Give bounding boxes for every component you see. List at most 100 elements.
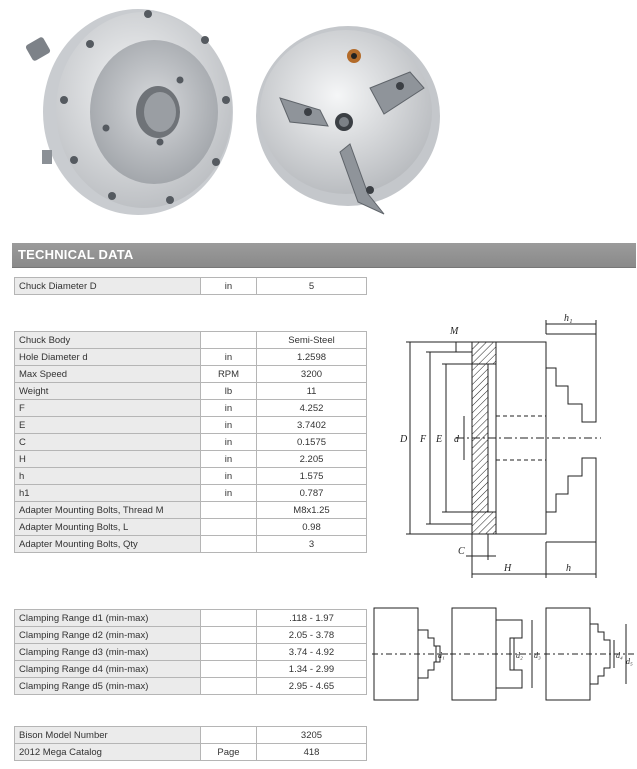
row-value: 1.34 - 2.99 [256, 660, 367, 678]
label-M: M [449, 326, 459, 337]
clamping-range-drawings: d₁ d₂ d₃ d₄ d₅ [372, 607, 634, 701]
row-unit [200, 726, 257, 744]
row-value: 5 [256, 277, 367, 295]
table-row: Adapter Mounting Bolts, Thread M M8x1.25 [14, 501, 367, 519]
row-label: Adapter Mounting Bolts, L [14, 518, 201, 536]
row-label: E [14, 416, 201, 434]
row-label: F [14, 399, 201, 417]
chuck-front-photo [256, 26, 440, 215]
table-row: Chuck Diameter D in 5 [14, 277, 367, 295]
table-row: Adapter Mounting Bolts, L 0.98 [14, 518, 367, 536]
table-row: Clamping Range d4 (min-max) 1.34 - 2.99 [14, 660, 367, 678]
row-unit: RPM [200, 365, 257, 383]
row-unit: in [200, 484, 257, 502]
row-label: Clamping Range d3 (min-max) [14, 643, 201, 661]
row-unit: in [200, 416, 257, 434]
row-unit [200, 660, 257, 678]
table-row: Clamping Range d1 (min-max).118 - 1.97 [14, 609, 367, 627]
row-unit [200, 609, 257, 627]
row-label: Clamping Range d5 (min-max) [14, 677, 201, 695]
row-label: Adapter Mounting Bolts, Thread M [14, 501, 201, 519]
row-value: 2.95 - 4.65 [256, 677, 367, 695]
label-d1: d₁ [438, 651, 445, 660]
row-value: 2.05 - 3.78 [256, 626, 367, 644]
row-value: 3205 [256, 726, 367, 744]
label-H: H [503, 563, 512, 574]
row-label: Hole Diameter d [14, 348, 201, 366]
label-E: E [435, 434, 442, 445]
row-label: Clamping Range d2 (min-max) [14, 626, 201, 644]
row-value: 0.787 [256, 484, 367, 502]
row-label: 2012 Mega Catalog [14, 743, 201, 761]
label-h1: h₁ [564, 313, 572, 324]
row-unit [200, 501, 257, 519]
row-unit: lb [200, 382, 257, 400]
row-unit [200, 677, 257, 695]
row-value: 3.7402 [256, 416, 367, 434]
label-h: h [566, 563, 571, 574]
row-unit: in [200, 450, 257, 468]
row-value: 3 [256, 535, 367, 553]
row-label: Bison Model Number [14, 726, 201, 744]
chuck-dimension-drawing: D F E d M h₁ C H h [399, 313, 601, 578]
row-unit [200, 518, 257, 536]
row-unit [200, 643, 257, 661]
row-value: 11 [256, 382, 367, 400]
table-row: Clamping Range d2 (min-max) 2.05 - 3.78 [14, 626, 367, 644]
table-row: Adapter Mounting Bolts, Qty 3 [14, 535, 367, 553]
label-C: C [458, 546, 465, 557]
chuck-diameter-table: Chuck Diameter D in 5 [14, 277, 367, 295]
row-value: 4.252 [256, 399, 367, 417]
row-value: Semi-Steel [256, 331, 367, 349]
row-label: h [14, 467, 201, 485]
label-F: F [419, 434, 427, 445]
section-title: TECHNICAL DATA [18, 247, 134, 262]
row-label: h1 [14, 484, 201, 502]
row-unit: in [200, 467, 257, 485]
row-value: M8x1.25 [256, 501, 367, 519]
chuck-back-photo [25, 9, 233, 215]
row-label: C [14, 433, 201, 451]
row-unit [200, 626, 257, 644]
row-value: 1.2598 [256, 348, 367, 366]
row-label: Chuck Diameter D [14, 277, 201, 295]
label-d: d [454, 434, 460, 445]
label-d2: d₂ [516, 651, 523, 660]
model-info-table: Bison Model Number 3205 2012 Mega Catalog… [14, 726, 367, 761]
row-label: Weight [14, 382, 201, 400]
row-unit: in [200, 433, 257, 451]
table-row: Clamping Range d3 (min-max) 3.74 - 4.92 [14, 643, 367, 661]
label-d4: d₄ [616, 651, 623, 660]
row-unit [200, 331, 257, 349]
row-value: 1.575 [256, 467, 367, 485]
row-value: .118 - 1.97 [256, 609, 367, 627]
row-label: Adapter Mounting Bolts, Qty [14, 535, 201, 553]
table-row: Bison Model Number 3205 [14, 726, 367, 744]
row-unit: in [200, 399, 257, 417]
row-value: 3.74 - 4.92 [256, 643, 367, 661]
row-unit: Page [200, 743, 257, 761]
row-value: 0.98 [256, 518, 367, 536]
row-value: 0.1575 [256, 433, 367, 451]
row-unit: in [200, 277, 257, 295]
table-row: Clamping Range d5 (min-max) 2.95 - 4.65 [14, 677, 367, 695]
row-unit [200, 535, 257, 553]
row-label: H [14, 450, 201, 468]
label-d3: d₃ [534, 651, 541, 660]
label-D: D [399, 434, 408, 445]
row-label: Clamping Range d4 (min-max) [14, 660, 201, 678]
clamping-range-table: Clamping Range d1 (min-max).118 - 1.97 C… [14, 609, 367, 695]
row-value: 418 [256, 743, 367, 761]
